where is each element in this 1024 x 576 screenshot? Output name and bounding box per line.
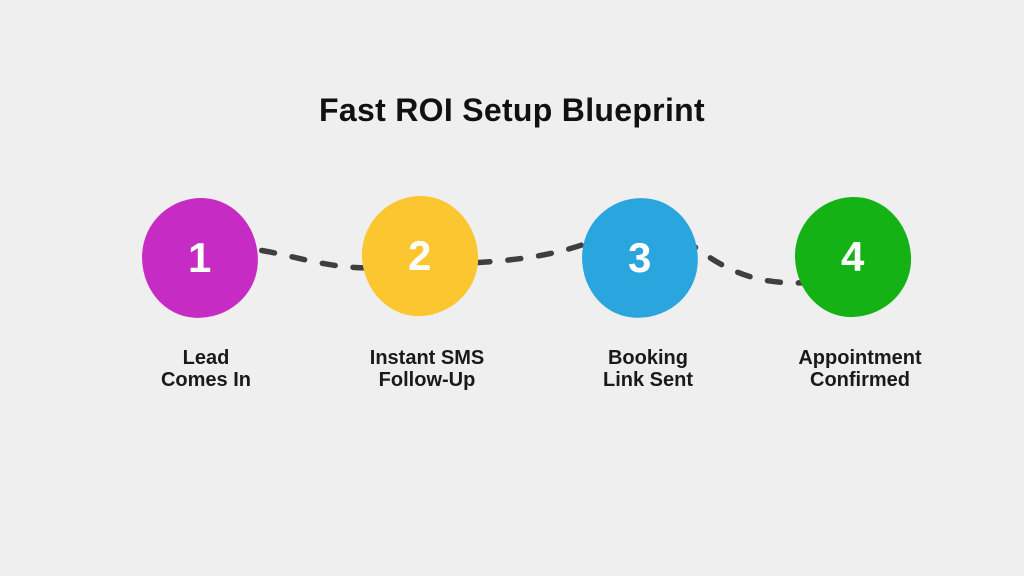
step-label-2: Instant SMS Follow-Up: [370, 347, 484, 391]
step-number-4: 4: [841, 233, 865, 281]
step-number-2: 2: [408, 232, 432, 280]
step-label-line: Confirmed: [810, 369, 910, 391]
step-label-line: Instant SMS: [369, 347, 485, 369]
step-label-3: Booking Link Sent: [603, 347, 693, 391]
step-number-3: 3: [628, 233, 652, 281]
dashed-connector-path: [197, 221, 856, 286]
step-label-1: Lead Comes In: [161, 347, 251, 391]
step-label-line: Lead: [182, 347, 230, 369]
step-number-1: 1: [188, 233, 212, 281]
step-label-line: Comes In: [160, 369, 252, 391]
step-label-line: Follow-Up: [378, 369, 476, 391]
step-label-line: Appointment: [798, 347, 922, 369]
step-label-line: Booking: [607, 347, 688, 369]
step-label-line: Link Sent: [602, 369, 694, 391]
page-title: Fast ROI Setup Blueprint: [319, 92, 705, 128]
step-label-4: Appointment Confirmed: [798, 347, 921, 391]
